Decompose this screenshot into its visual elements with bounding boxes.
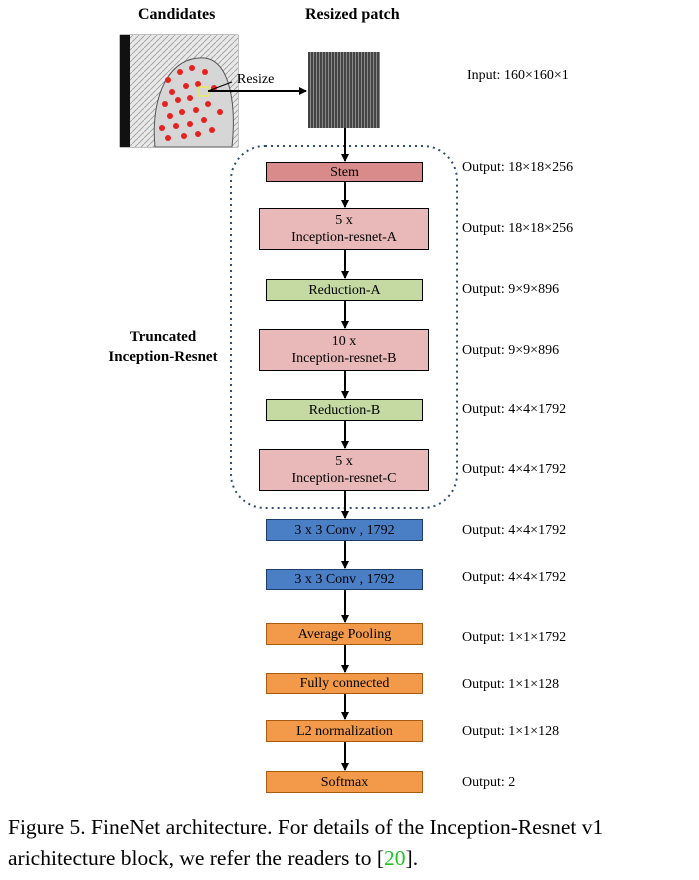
block-label: Softmax	[320, 774, 369, 790]
conv-block-1: 3 x 3 Conv , 1792	[266, 519, 423, 541]
block-label: Reduction-B	[308, 402, 381, 418]
resize-label: Resize	[237, 72, 275, 87]
inception-resnet-b-output: Output: 9×9×896	[462, 343, 560, 358]
truncated-group-label-line1: Truncated	[129, 329, 197, 345]
block-label: 3 x 3 Conv , 1792	[294, 522, 395, 538]
resized-patch-image	[308, 52, 380, 128]
fully-connected-output: Output: 1×1×128	[462, 677, 560, 692]
fingerprint-image	[119, 34, 239, 148]
caption-end: ].	[405, 846, 419, 870]
conv-block-2: 3 x 3 Conv , 1792	[266, 569, 423, 590]
block-label: Fully connected	[299, 676, 390, 691]
resized-patch-header: Resized patch	[305, 6, 400, 23]
block-label: Average Pooling	[297, 626, 392, 642]
block-label: Inception-resnet-A	[291, 230, 397, 245]
conv-block-1-output: Output: 4×4×1792	[462, 523, 567, 538]
truncated-group-label: Truncated Inception-Resnet	[100, 327, 226, 367]
citation-link[interactable]: 20	[384, 846, 406, 870]
block-label: Inception-resnet-C	[291, 471, 397, 486]
block-label: 3 x 3 Conv , 1792	[294, 572, 395, 587]
block-repeat-label: 5 x	[335, 213, 353, 228]
inception-resnet-a-block: 5 x Inception-resnet-A	[259, 208, 429, 250]
softmax-block: Softmax	[266, 771, 423, 793]
block-label: Inception-resnet-B	[291, 351, 397, 366]
block-label: L2 normalization	[296, 723, 393, 739]
fully-connected-block: Fully connected	[266, 673, 423, 694]
l2-normalization-block: L2 normalization	[266, 720, 423, 742]
block-label: Stem	[330, 164, 359, 180]
inception-resnet-a-output: Output: 18×18×256	[462, 221, 574, 236]
stem-output: Output: 18×18×256	[462, 160, 574, 175]
l2-normalization-output: Output: 1×1×128	[462, 724, 560, 739]
reduction-b-output: Output: 4×4×1792	[462, 402, 567, 417]
input-shape-label: Input: 160×160×1	[467, 68, 569, 83]
inception-resnet-c-output: Output: 4×4×1792	[462, 462, 567, 477]
average-pooling-output: Output: 1×1×1792	[462, 630, 567, 645]
reduction-a-block: Reduction-A	[266, 279, 423, 301]
softmax-output: Output: 2	[462, 775, 516, 790]
inception-resnet-b-block: 10 x Inception-resnet-B	[259, 329, 429, 371]
inception-resnet-c-block: 5 x Inception-resnet-C	[259, 449, 429, 491]
block-label: Reduction-A	[308, 282, 381, 298]
figure-caption: Figure 5. FineNet architecture. For deta…	[8, 812, 698, 874]
caption-text: Figure 5. FineNet architecture. For deta…	[8, 815, 604, 870]
block-repeat-label: 5 x	[335, 454, 353, 469]
block-repeat-label: 10 x	[331, 334, 357, 349]
reduction-a-output: Output: 9×9×896	[462, 282, 560, 297]
candidates-header: Candidates	[138, 6, 216, 23]
truncated-group-label-line2: Inception-Resnet	[108, 349, 218, 365]
reduction-b-block: Reduction-B	[266, 399, 423, 421]
average-pooling-block: Average Pooling	[266, 623, 423, 645]
stem-block: Stem	[266, 162, 423, 182]
conv-block-2-output: Output: 4×4×1792	[462, 570, 567, 585]
